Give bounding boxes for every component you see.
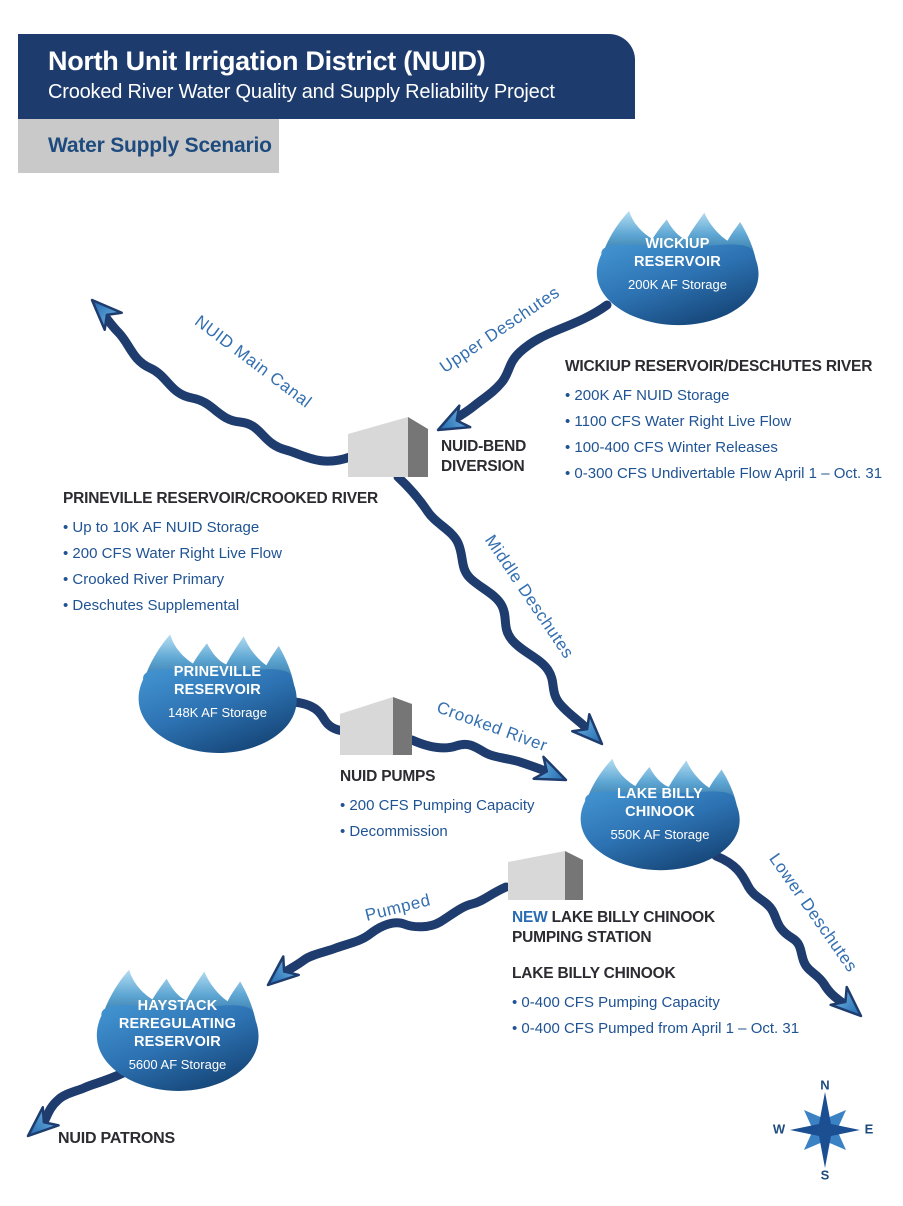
- bullet-item: Deschutes Supplemental: [63, 593, 378, 619]
- nuid-pumps-building-icon: [340, 697, 412, 755]
- info-bullets: 200K AF NUID Storage1100 CFS Water Right…: [565, 383, 882, 487]
- wickiup-reservoir-shape: [596, 211, 759, 326]
- bullet-item: 0-400 CFS Pumping Capacity: [512, 990, 799, 1016]
- compass-west-label: W: [772, 1121, 786, 1137]
- bullet-item: Up to 10K AF NUID Storage: [63, 515, 378, 541]
- info-bullets: 0-400 CFS Pumping Capacity0-400 CFS Pump…: [512, 990, 799, 1042]
- page-title: North Unit Irrigation District (NUID): [48, 46, 486, 76]
- nuid-pumps-info-block: NUID PUMPS 200 CFS Pumping CapacityDecom…: [340, 768, 535, 845]
- river-upper-deschutes: [445, 300, 612, 427]
- lbc-pumping-station-building-icon: [508, 851, 583, 900]
- arrowhead-upper-deschutes: [436, 404, 472, 432]
- nuid-bend-diversion-building-icon: [348, 417, 428, 477]
- compass-rose-icon: [790, 1092, 860, 1168]
- info-heading: PRINEVILLE RESERVOIR/CROOKED RIVER: [63, 490, 379, 507]
- bullet-item: 200 CFS Water Right Live Flow: [63, 541, 378, 567]
- compass-east-label: E: [864, 1121, 874, 1137]
- prineville-reservoir-shape: [138, 634, 297, 754]
- arrowhead-nuid-main-canal: [90, 298, 123, 331]
- nuid-bend-diversion-label: NUID-BEND DIVERSION: [441, 438, 527, 476]
- lake-billy-chinook-shape: [580, 758, 740, 871]
- scenario-banner: Water Supply Scenario: [18, 119, 279, 173]
- header-banner: North Unit Irrigation District (NUID) Cr…: [18, 34, 635, 119]
- haystack-reservoir-shape: [96, 969, 259, 1091]
- info-heading: NUID PUMPS: [340, 768, 436, 785]
- bullet-item: 0-300 CFS Undivertable Flow April 1 – Oc…: [565, 461, 882, 487]
- bullet-item: 0-400 CFS Pumped from April 1 – Oct. 31: [512, 1016, 799, 1042]
- river-crooked-lower: [407, 735, 557, 779]
- river-middle-deschutes: [393, 472, 595, 737]
- bullet-item: 1100 CFS Water Right Live Flow: [565, 409, 882, 435]
- bullet-item: Decommission: [340, 819, 535, 845]
- info-heading: WICKIUP RESERVOIR/DESCHUTES RIVER: [565, 358, 873, 375]
- nuid-patrons-label: NUID PATRONS: [58, 1130, 176, 1147]
- scenario-title: Water Supply Scenario: [48, 134, 272, 157]
- arrowhead-crooked-river: [532, 755, 568, 782]
- bullet-item: 200 CFS Pumping Capacity: [340, 793, 534, 819]
- new-highlight: NEW: [512, 909, 548, 926]
- info-bullets: Up to 10K AF NUID Storage200 CFS Water R…: [63, 515, 378, 619]
- page-subtitle: Crooked River Water Quality and Supply R…: [48, 81, 555, 103]
- river-crooked-upper: [289, 697, 349, 736]
- arrowhead-pumped: [266, 955, 300, 987]
- river-lower-deschutes: [711, 851, 849, 1009]
- lbc-info-block: LAKE BILLY CHINOOK 0-400 CFS Pumping Cap…: [512, 965, 799, 1042]
- bullet-item: 200K AF NUID Storage: [565, 383, 882, 409]
- arrowhead-lower-deschutes: [829, 985, 863, 1018]
- compass-south-label: S: [820, 1167, 830, 1183]
- bullet-item: Crooked River Primary: [63, 567, 378, 593]
- info-heading: LAKE BILLY CHINOOK: [512, 965, 676, 982]
- compass-north-label: N: [820, 1077, 830, 1093]
- wickiup-info-block: WICKIUP RESERVOIR/DESCHUTES RIVER 200K A…: [565, 358, 882, 487]
- river-pumped: [277, 882, 511, 979]
- river-haystack-outflow: [39, 1068, 128, 1127]
- info-bullets: 200 CFS Pumping CapacityDecommission: [340, 793, 535, 845]
- arrowhead-middle-deschutes: [571, 713, 604, 746]
- prineville-info-block: PRINEVILLE RESERVOIR/CROOKED RIVER Up to…: [63, 490, 378, 619]
- arrowhead-haystack-outflow: [26, 1106, 60, 1138]
- bullet-item: 100-400 CFS Winter Releases: [565, 435, 882, 461]
- river-nuid-main-canal: [94, 303, 355, 466]
